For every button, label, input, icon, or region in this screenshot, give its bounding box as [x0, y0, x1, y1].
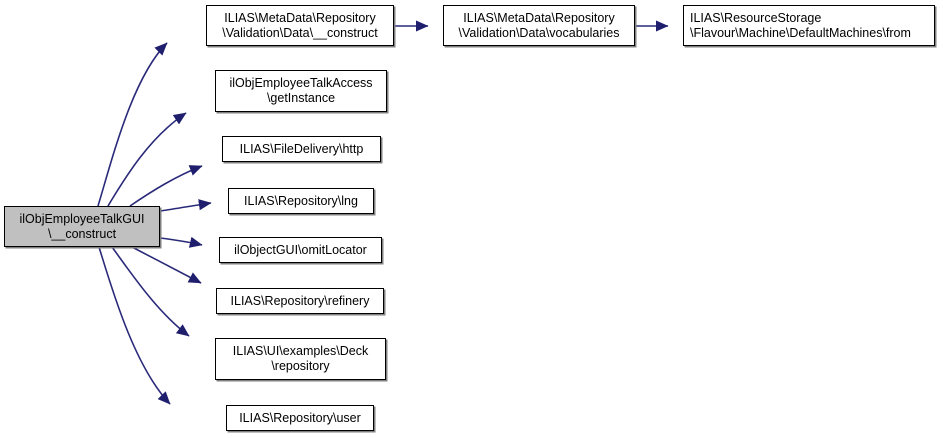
graph-edge-source-to-ui-examples-deck-repository	[111, 246, 190, 337]
graph-node-label: ILIAS\MetaData\Repository \Validation\Da…	[222, 10, 378, 40]
graph-node-filedelivery-http[interactable]: ILIAS\FileDelivery\http	[222, 136, 381, 162]
graph-node-label: ilObjectGUI\omitLocator	[234, 242, 367, 257]
graph-edge-source-to-repository-user	[98, 246, 171, 405]
graph-node-label: ILIAS\ResourceStorage \Flavour\Machine\D…	[690, 10, 911, 40]
graph-node-resourcestorage-defaultmachines-from[interactable]: ILIAS\ResourceStorage \Flavour\Machine\D…	[683, 5, 935, 46]
graph-edge-source-to-repository-refinery	[131, 246, 202, 284]
graph-node-label: ilObjEmployeeTalkGUI \__construct	[19, 211, 145, 241]
graph-node-ui-examples-deck-repository[interactable]: ILIAS\UI\examples\Deck \repository	[215, 338, 386, 380]
graph-node-label: ILIAS\Repository\user	[239, 410, 361, 425]
graph-edge-source-to-filedelivery-http	[129, 165, 203, 207]
graph-node-source[interactable]: ilObjEmployeeTalkGUI \__construct	[4, 206, 160, 247]
graph-node-repository-refinery[interactable]: ILIAS\Repository\refinery	[216, 288, 384, 314]
graph-node-label: ILIAS\MetaData\Repository \Validation\Da…	[458, 10, 620, 40]
graph-node-label: ilObjEmployeeTalkAccess \getInstance	[229, 76, 373, 105]
graph-node-objectgui-omitlocator[interactable]: ilObjectGUI\omitLocator	[219, 237, 382, 263]
graph-node-repository-user[interactable]: ILIAS\Repository\user	[226, 405, 374, 431]
graph-node-metadata-vocabularies[interactable]: ILIAS\MetaData\Repository \Validation\Da…	[443, 5, 635, 46]
graph-node-label: ILIAS\Repository\refinery	[230, 293, 370, 308]
graph-edge-source-to-objectgui-omitlocator	[159, 236, 203, 248]
graph-node-metadata-construct[interactable]: ILIAS\MetaData\Repository \Validation\Da…	[206, 5, 394, 46]
graph-node-label: ILIAS\UI\examples\Deck \repository	[232, 344, 369, 373]
graph-node-repository-lng[interactable]: ILIAS\Repository\lng	[228, 188, 374, 214]
graph-edge-source-to-metadata-construct	[97, 42, 168, 207]
graph-node-talk-access-getinstance[interactable]: ilObjEmployeeTalkAccess \getInstance	[215, 70, 387, 112]
graph-node-label: ILIAS\Repository\lng	[244, 193, 358, 208]
graph-edge-source-to-talk-access-getinstance	[107, 112, 187, 207]
graph-node-label: ILIAS\FileDelivery\http	[239, 141, 364, 156]
graph-edge-source-to-repository-lng	[159, 199, 212, 212]
